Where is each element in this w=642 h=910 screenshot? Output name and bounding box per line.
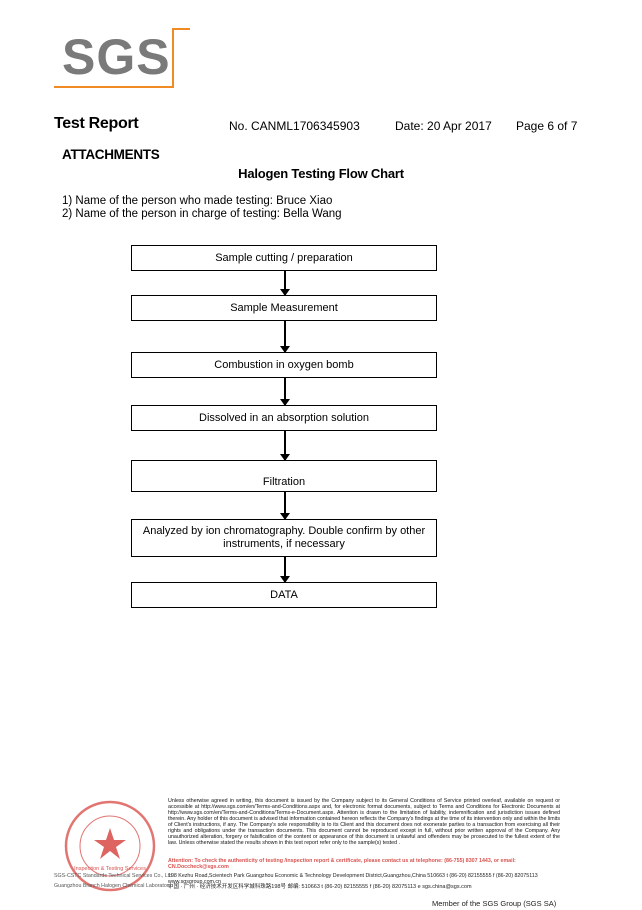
footer-address-en: 198 Kezhu Road,Scientech Park Guangzhou … [168, 873, 538, 885]
logo-accent-vertical [172, 28, 174, 88]
flow-step-absorption: Dissolved in an absorption solution [131, 405, 437, 431]
flow-arrow [280, 378, 290, 406]
logo-accent-top [172, 28, 190, 30]
flow-arrow [280, 321, 290, 353]
footer-address-cn: 中国 · 广州 · 经济技术开发区科学城科珠路198号 邮编: 510663 t… [168, 884, 472, 890]
flow-step-combustion: Combustion in oxygen bomb [131, 352, 437, 378]
flow-arrow [280, 557, 290, 583]
flow-step-sample-measurement: Sample Measurement [131, 295, 437, 321]
flow-chart-title: Halogen Testing Flow Chart [238, 166, 404, 181]
footer-disclaimer: Unless otherwise agreed in writing, this… [168, 798, 560, 846]
sgs-group-member-note: Member of the SGS Group (SGS SA) [432, 899, 557, 908]
branch-name-line1: SGS-CSTC Standards Technical Services Co… [54, 873, 174, 879]
sgs-logo: SGS [62, 29, 171, 85]
flow-step-filtration: Filtration [131, 460, 437, 492]
footer-authenticity-notice: Attention: To check the authenticity of … [168, 858, 516, 870]
branch-name-line2: Guangzhou Branch Halogen Chemical Labora… [54, 883, 172, 889]
flow-step-data: DATA [131, 582, 437, 608]
inspection-seal-stamp: Inspection & Testing Services [64, 800, 156, 892]
supervisor-name: 2) Name of the person in charge of testi… [62, 208, 342, 220]
flow-arrow [280, 271, 290, 296]
flow-step-sample-preparation: Sample cutting / preparation [131, 245, 437, 271]
flow-arrow [280, 431, 290, 461]
tester-name: 1) Name of the person who made testing: … [62, 195, 333, 207]
section-heading: ATTACHMENTS [62, 147, 160, 162]
logo-accent-horizontal [54, 86, 174, 88]
flow-arrow [280, 492, 290, 520]
page-number: Page 6 of 7 [516, 119, 578, 133]
flow-step-ion-chromatography: Analyzed by ion chromatography. Double c… [131, 519, 437, 557]
report-number: No. CANML1706345903 [229, 119, 360, 133]
stamp-label: Inspection & Testing Services [74, 866, 146, 872]
report-title: Test Report [54, 115, 139, 132]
report-date: Date: 20 Apr 2017 [395, 119, 492, 133]
